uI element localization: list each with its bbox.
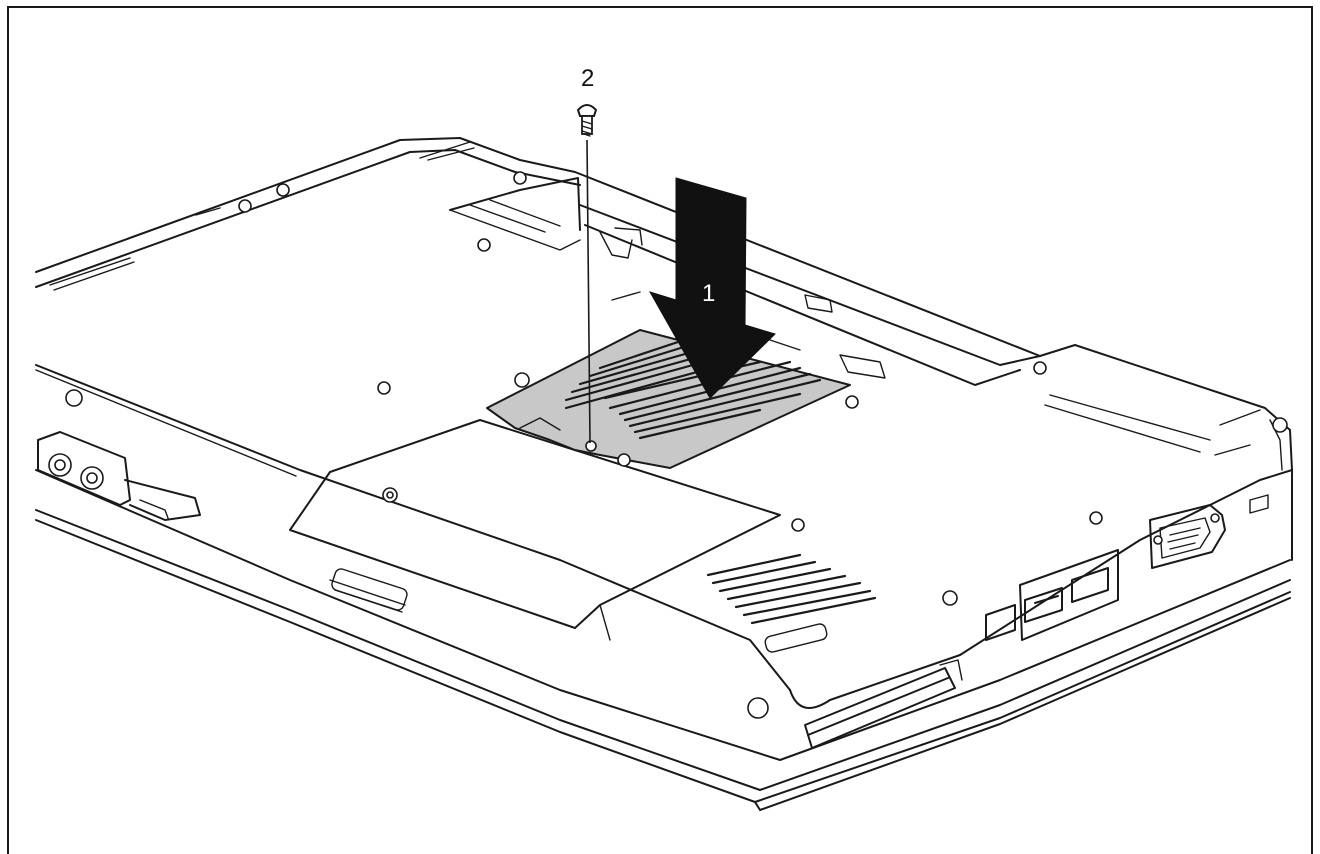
- screw-icon: [576, 104, 598, 137]
- bottom-vents: [706, 553, 877, 653]
- right-ports: [804, 494, 1269, 749]
- screw-guide-line: [586, 139, 591, 444]
- hdd-cover: [289, 419, 781, 641]
- frame-border: [7, 6, 1313, 854]
- memory-cover: [486, 329, 851, 469]
- screw-holes: [65, 171, 1288, 719]
- callout-step-2: 2: [581, 65, 595, 92]
- down-arrow-icon: [648, 177, 776, 399]
- left-ports: [37, 431, 201, 521]
- laptop-base: [35, 137, 1293, 811]
- callout-step-1: 1: [702, 280, 716, 307]
